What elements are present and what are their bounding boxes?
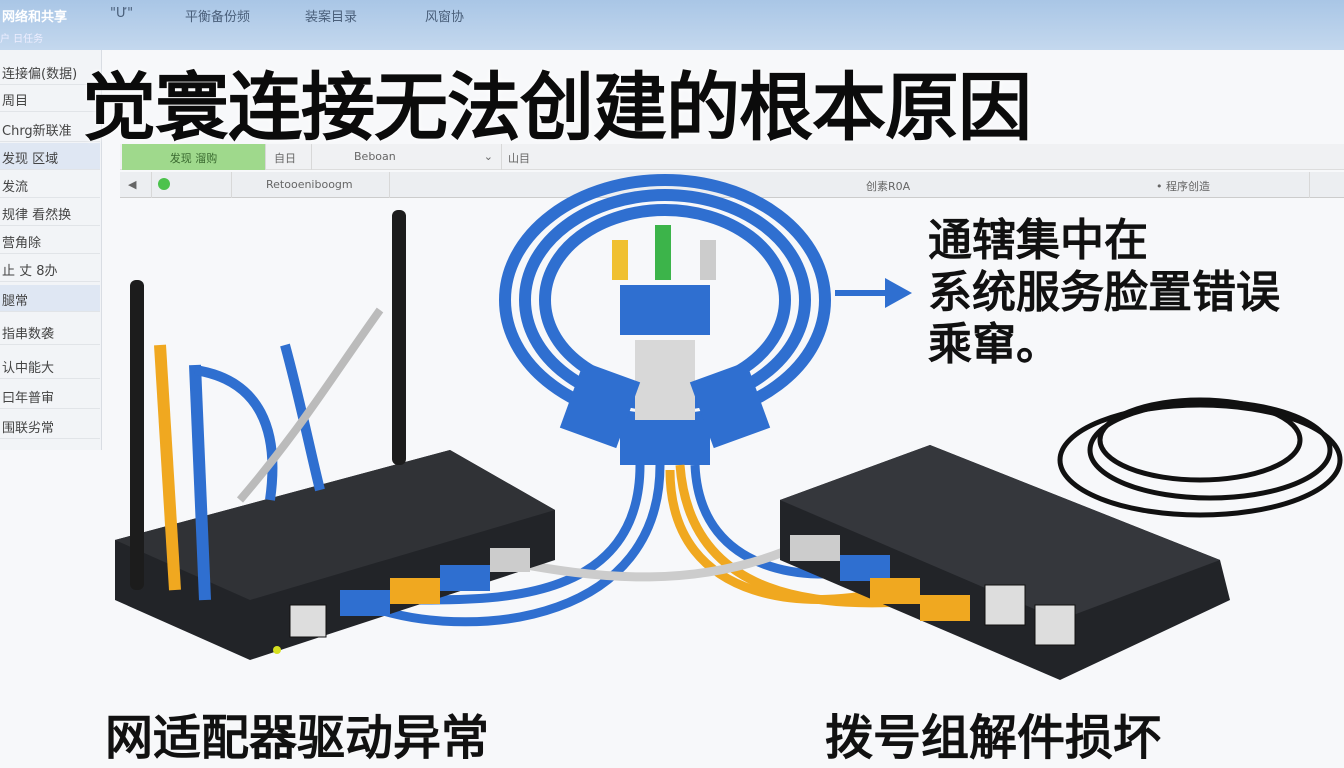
green-button[interactable]: 发现 溜购	[122, 144, 266, 170]
right-label-bottom: 拨号组解件损坏	[825, 710, 1162, 766]
sidebar-item[interactable]: 营角除	[0, 227, 100, 254]
right-label: • 程序创造	[1150, 172, 1310, 198]
sidebar-item[interactable]: 腿常	[0, 285, 100, 312]
menu-item[interactable]: "Ư"	[110, 6, 134, 21]
network-illustration	[115, 174, 1343, 680]
sidebar-item[interactable]: 周目	[0, 85, 100, 112]
page-title: 觉寰连接无法创建的根本原因	[82, 65, 1032, 151]
back-icon[interactable]: ◀	[122, 172, 152, 198]
sidebar-item[interactable]: 连接偏(数据)	[0, 58, 100, 85]
toolbar-cell[interactable]: 山目	[508, 152, 530, 165]
chevron-down-icon: ⌄	[483, 150, 493, 163]
sidebar-item[interactable]: 指串数袭	[0, 318, 100, 345]
sidebar-item[interactable]: Chrg新联准	[0, 115, 100, 142]
green-status-icon	[158, 178, 170, 190]
right-status: 创素R0A	[866, 180, 911, 193]
menu-item[interactable]: 风窗协	[425, 10, 465, 25]
menu-item[interactable]: 装案目录	[305, 10, 358, 25]
connector-hub	[559, 225, 771, 465]
callout-line: 系统服务脸置错误	[928, 267, 1280, 318]
right-router	[780, 397, 1343, 680]
subtitle: 户 日任务	[0, 34, 44, 45]
sidebar-item[interactable]: 发流	[0, 171, 100, 198]
window-titlebar: 网络和共享 "Ư" 平衡备份频 装案目录 风窗协 户 日任务	[0, 0, 1344, 50]
left-label: 网适配器驱动异常	[105, 710, 490, 766]
status-icon-cell[interactable]	[152, 172, 232, 198]
toolbar: 发现 溜购 自日 Beboan ⌄ 山目	[120, 144, 1344, 170]
left-router	[115, 210, 555, 660]
power-cable-coil	[1057, 397, 1343, 518]
sidebar-item[interactable]: 止 丈 8办	[0, 255, 100, 282]
callout-line: 通辖集中在	[928, 215, 1148, 266]
callout-text: 通辖集中在 系统服务脸置错误 乘窜。	[928, 215, 1280, 371]
toolbar-cell[interactable]: 自日	[268, 144, 312, 170]
sidebar-item[interactable]: 发现 区域	[0, 143, 100, 170]
sidebar: 连接偏(数据) 周目 Chrg新联准 发现 区域 发流 规律 看然换 营角除 止…	[0, 50, 102, 450]
dropdown-value: Beboan	[354, 150, 396, 163]
dropdown[interactable]: Beboan ⌄	[312, 144, 502, 170]
menu-item[interactable]: 平衡备份频	[185, 10, 251, 25]
sidebar-item[interactable]: 认中能大	[0, 352, 100, 379]
callout-line: 乘窜。	[928, 319, 1060, 370]
sidebar-item[interactable]: 围联劣常	[0, 412, 100, 439]
sidebar-item[interactable]: 规律 看然换	[0, 199, 100, 226]
app-title: 网络和共享	[2, 10, 68, 25]
status-text: Retooeniboogm	[260, 172, 390, 198]
sidebar-item[interactable]: 曰年普审	[0, 382, 100, 409]
